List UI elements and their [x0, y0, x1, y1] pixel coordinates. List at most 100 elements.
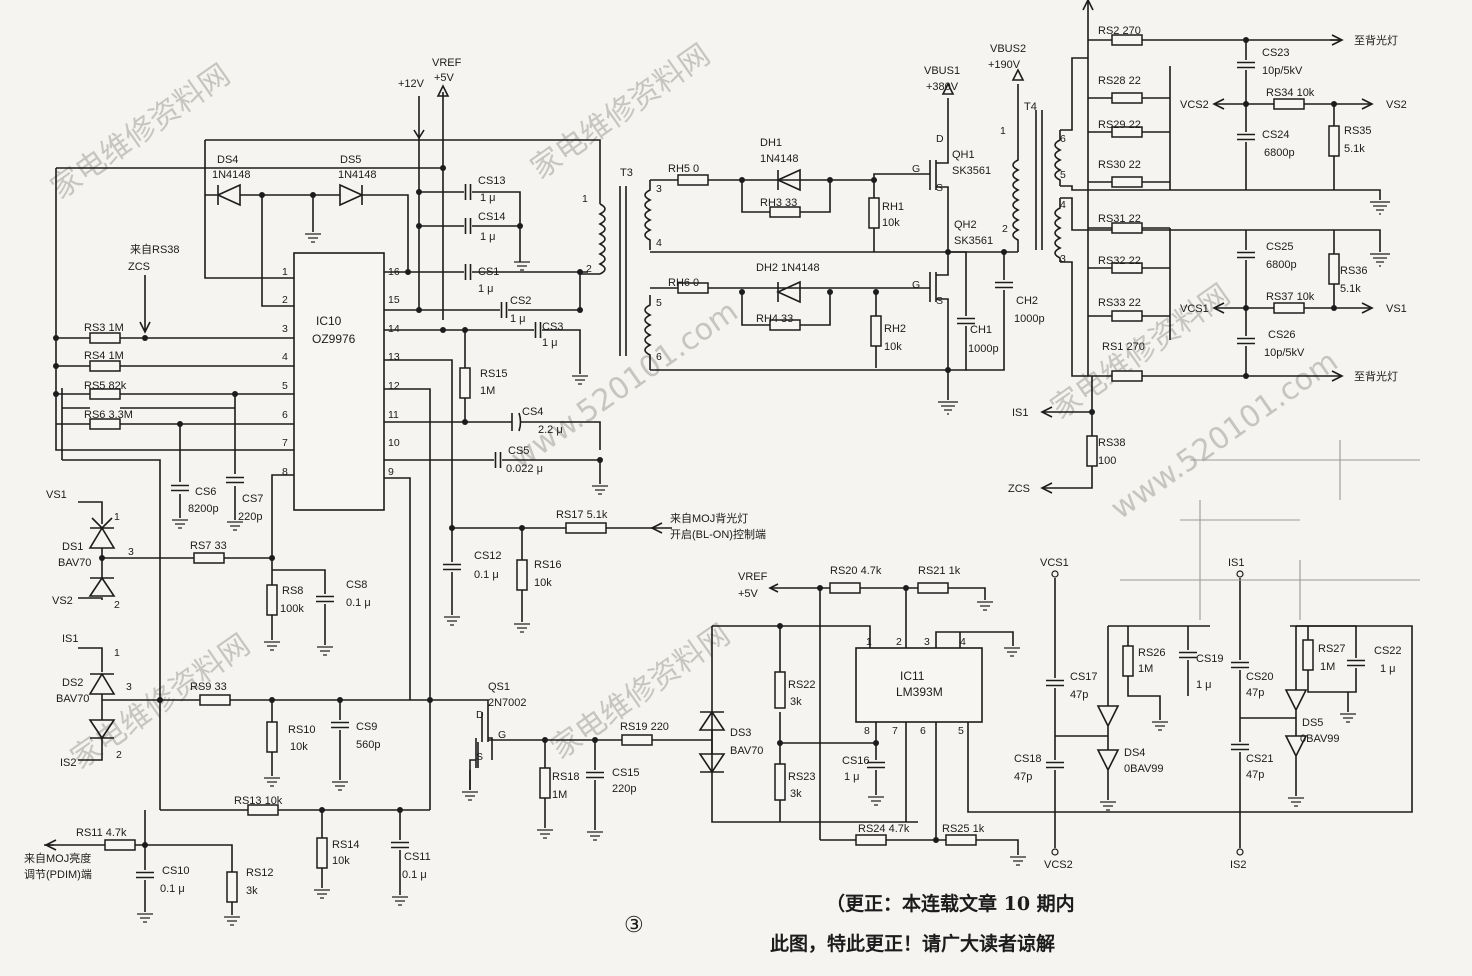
rs4-label: RS4 1M [84, 350, 124, 362]
rs35-value: 5.1k [1344, 143, 1365, 155]
vs2-input-label: VS2 [52, 595, 73, 607]
cs9-value: 560p [356, 739, 380, 751]
ds4-label: DS4 [217, 154, 238, 166]
pin-label: 1 [866, 636, 872, 648]
cs21-value: 47p [1246, 769, 1264, 781]
zcs-source-desc: ZCS [128, 261, 150, 273]
cs6-value: 8200p [188, 503, 219, 515]
ic11-pins: 1 2 3 4 8 7 6 5 [864, 636, 966, 737]
rh4-label: RH4 33 [756, 313, 793, 325]
pin-label: 7 [282, 437, 288, 449]
cs3-label: CS3 [542, 321, 563, 333]
cs18-value: 47p [1014, 771, 1032, 783]
rs26-value: 1M [1138, 663, 1153, 675]
watermark-text: 家电维修资料网 [45, 57, 237, 206]
rs12-label: RS12 [246, 867, 274, 879]
ic10-ref: IC10 [316, 314, 342, 328]
rh2-value: 10k [884, 341, 902, 353]
pin-label: 3 [656, 183, 662, 195]
pin-label: D [936, 133, 944, 145]
pin-label: 13 [388, 351, 400, 363]
cs25-label: CS25 [1266, 241, 1294, 253]
rs19-label: RS19 220 [620, 721, 669, 733]
pin-label: 1 [1000, 125, 1006, 137]
rs15-value: 1M [480, 385, 495, 397]
pin-label: 2 [116, 749, 122, 761]
pin-label: 12 [388, 380, 400, 392]
vbus2-label: VBUS2 [990, 43, 1026, 55]
pin-label: 1 [282, 266, 288, 278]
is2-input-label: IS2 [60, 757, 77, 769]
pin-label: 5 [1060, 169, 1066, 181]
rs25-label: RS25 1k [942, 823, 985, 835]
cs8-label: CS8 [346, 579, 367, 591]
pin-label: G [912, 279, 920, 291]
cs13-value: 1 μ [480, 192, 496, 204]
ch1-label: CH1 [970, 324, 992, 336]
rs16-value: 10k [534, 577, 552, 589]
ic11-ref: IC11 [900, 669, 925, 683]
qh1-label: QH1 [952, 149, 975, 161]
vs1-output-label: VS1 [1386, 303, 1407, 315]
rh1-label: RH1 [882, 201, 904, 213]
rail-12v-label: +12V [398, 78, 425, 90]
rs33-label: RS33 22 [1098, 297, 1141, 309]
rs37-label: RS37 10k [1266, 291, 1315, 303]
pin-label: 2 [1002, 223, 1008, 235]
rs20-label: RS20 4.7k [830, 565, 882, 577]
cs3-value: 1 μ [542, 337, 558, 349]
pin-label: S [936, 295, 943, 307]
pin-label: 3 [1060, 253, 1066, 265]
cs1-label: CS1 [478, 266, 499, 278]
pin-label: 8 [282, 466, 288, 478]
figure-number: ③ [624, 913, 644, 938]
rs15-label: RS15 [480, 368, 508, 380]
ds4-value: 1N4148 [212, 169, 251, 181]
vbus2-voltage: +190V [988, 59, 1021, 71]
rs14-label: RS14 [332, 839, 360, 851]
rs30-label: RS30 22 [1098, 159, 1141, 171]
cs21-label: CS21 [1246, 753, 1274, 765]
cs10-label: CS10 [162, 865, 190, 877]
ds1-value: BAV70 [58, 557, 91, 569]
caption-line-1: （更正：本连载文章 10 期内 [826, 892, 1075, 915]
rs28-label: RS28 22 [1098, 75, 1141, 87]
rs24-label: RS24 4.7k [858, 823, 910, 835]
pin-label: 2 [282, 294, 288, 306]
rs7-label: RS7 33 [190, 540, 227, 552]
rs8-value: 100k [280, 603, 304, 615]
bl-top-label: 至背光灯 [1354, 33, 1398, 47]
pin-label: 4 [1060, 199, 1066, 211]
pin-label: G [912, 163, 920, 175]
cs23-value: 10p/5kV [1262, 65, 1303, 77]
pin-label: 9 [388, 466, 394, 478]
rs27-label: RS27 [1318, 643, 1346, 655]
rh3-label: RH3 33 [760, 197, 797, 209]
cs9-label: CS9 [356, 721, 377, 733]
cs20-label: CS20 [1246, 671, 1274, 683]
cs19-value: 1 μ [1196, 679, 1212, 691]
pin-label: 7 [892, 725, 898, 737]
cs26-value: 10p/5kV [1264, 347, 1305, 359]
vs2-output-label: VS2 [1386, 99, 1407, 111]
rs10-label: RS10 [288, 724, 316, 736]
cs11-label: CS11 [404, 851, 431, 863]
ds3-value: BAV70 [730, 745, 763, 757]
qh2-value: SK3561 [954, 235, 993, 247]
cs2-label: CS2 [510, 295, 531, 307]
cs14-label: CS14 [478, 211, 506, 223]
cs13-label: CS13 [478, 175, 506, 187]
ic11-part: LM393M [896, 685, 943, 699]
qs1-value: 2N7002 [488, 697, 527, 709]
rs34-label: RS34 10k [1266, 87, 1315, 99]
pin-label: 10 [388, 437, 400, 449]
pin-label: 2 [114, 599, 120, 611]
cs11-value: 0.1 μ [402, 869, 427, 881]
pin-label: 3 [126, 681, 132, 693]
cs18-label: CS18 [1014, 753, 1042, 765]
rs3-label: RS3 1M [84, 322, 124, 334]
is1-faint-label: IS1 [1228, 557, 1245, 569]
cs15-value: 220p [612, 783, 636, 795]
pin-label: G [498, 729, 506, 741]
rh6-label: RH6 0 [668, 277, 699, 289]
